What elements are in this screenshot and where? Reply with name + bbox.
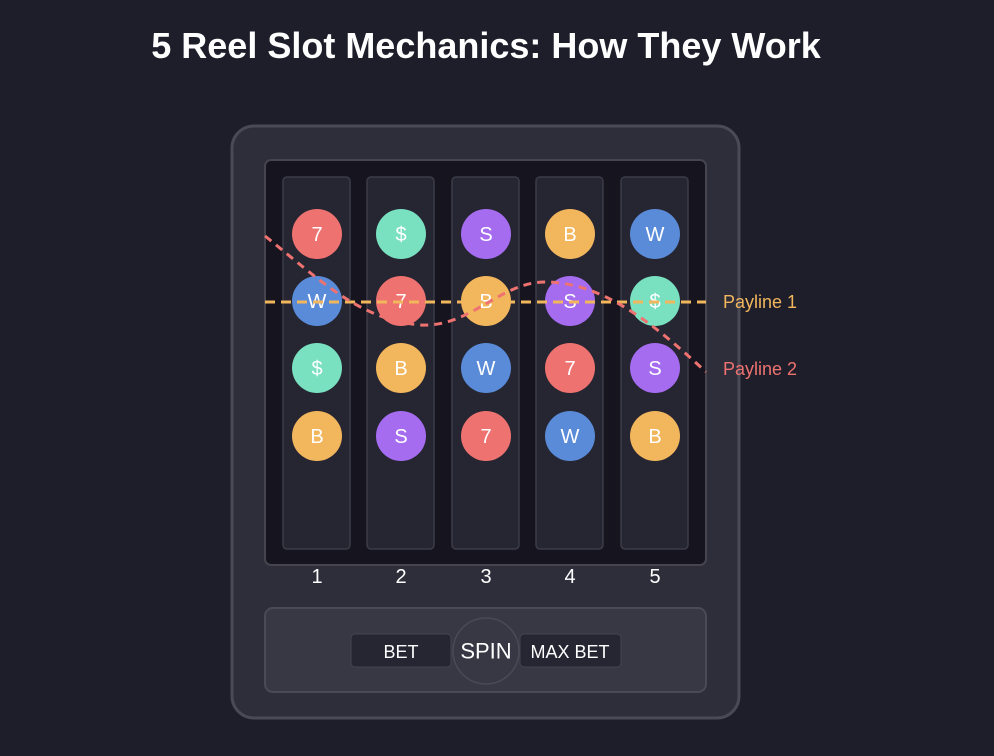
- max-bet-button[interactable]: MAX BET: [519, 633, 622, 668]
- symbol-label: S: [479, 224, 492, 246]
- reel-number: 2: [395, 566, 406, 588]
- symbol-circle: [461, 343, 511, 393]
- symbol-circle: [461, 276, 511, 326]
- symbol-circle: [292, 209, 342, 259]
- symbol-label: S: [648, 358, 661, 380]
- reels: 7W$B1$7BS2SBW73BS7W4W$SB5: [282, 176, 689, 588]
- symbol-circle: [376, 411, 426, 461]
- reel-number: 1: [311, 566, 322, 588]
- symbol-label: 7: [311, 224, 322, 246]
- symbol-circle: [376, 209, 426, 259]
- bet-button[interactable]: BET: [350, 633, 452, 668]
- symbol-label: $: [395, 224, 406, 246]
- symbol-circle: [292, 343, 342, 393]
- symbol-circle: [376, 343, 426, 393]
- symbol-label: $: [311, 358, 322, 380]
- symbol-circle: [461, 209, 511, 259]
- symbol-circle: [630, 209, 680, 259]
- symbol-circle: [292, 411, 342, 461]
- symbol-label: W: [646, 224, 665, 246]
- symbol-label: B: [310, 426, 323, 448]
- spin-label: SPIN: [460, 639, 511, 664]
- symbol-circle: [461, 411, 511, 461]
- payline-2-label: Payline 2: [723, 359, 797, 379]
- symbol-label: 7: [480, 426, 491, 448]
- reel-number: 3: [480, 566, 491, 588]
- symbol-circle: [545, 343, 595, 393]
- reel-number: 4: [564, 566, 575, 588]
- reel-number: 5: [649, 566, 660, 588]
- spin-button[interactable]: SPIN: [452, 617, 520, 685]
- symbol-circle: [630, 343, 680, 393]
- symbol-label: S: [394, 426, 407, 448]
- symbol-circle: [630, 411, 680, 461]
- symbol-label: B: [563, 224, 576, 246]
- symbol-circle: [545, 411, 595, 461]
- symbol-label: W: [561, 426, 580, 448]
- symbol-circle: [545, 209, 595, 259]
- payline-1-label: Payline 1: [723, 292, 797, 312]
- max-bet-label: MAX BET: [530, 642, 609, 662]
- page-title: 5 Reel Slot Mechanics: How They Work: [151, 25, 821, 66]
- symbol-label: B: [648, 426, 661, 448]
- symbol-label: 7: [564, 358, 575, 380]
- bet-label: BET: [383, 642, 418, 662]
- symbol-label: W: [477, 358, 496, 380]
- symbol-label: B: [394, 358, 407, 380]
